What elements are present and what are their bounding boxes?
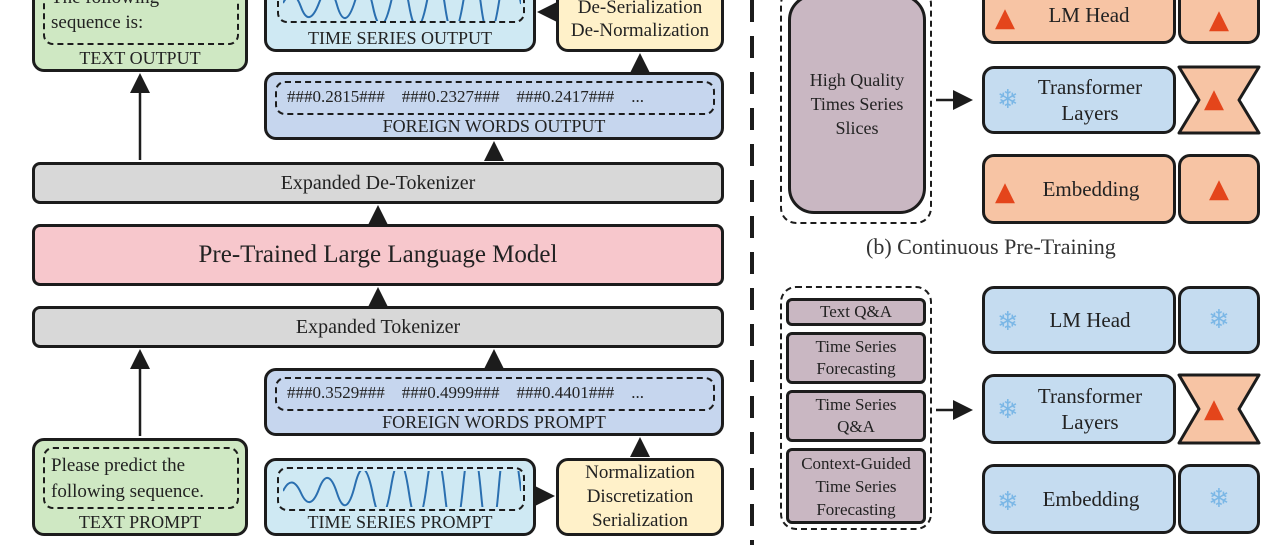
task-ts-qa: Time Series Q&A	[786, 390, 926, 442]
fire-icon: ▲	[995, 177, 1015, 207]
bottom-embedding-adapter: ❄	[1178, 464, 1260, 534]
bottom-embedding-box: ❄ Embedding	[982, 464, 1176, 534]
bottom-lm-head-label: LM Head	[1049, 307, 1131, 332]
text-prompt-content: Please predict the following sequence.	[51, 455, 205, 502]
foreign-words-prompt-label: FOREIGN WORDS PROMPT	[382, 412, 606, 432]
deserialization-box: De-Serialization De-Normalization	[556, 0, 724, 52]
llm-label: Pre-Trained Large Language Model	[198, 241, 558, 268]
high-quality-slices-label: High Quality Times Series Slices	[809, 70, 905, 138]
top-lora-adapter	[1177, 65, 1261, 135]
time-series-prompt-waveform	[283, 471, 521, 507]
text-prompt-box: Please predict the following sequence. T…	[32, 438, 248, 536]
top-transformer-label: Transformer Layers	[1037, 75, 1143, 125]
pretraining-data-container	[780, 0, 932, 224]
serialization-label: Serialization	[591, 510, 689, 531]
top-embedding-adapter: ▲	[1178, 154, 1260, 224]
snowflake-icon: ❄	[997, 395, 1019, 425]
bottom-transformer-label: Transformer Layers	[1037, 384, 1143, 434]
fire-icon: ▲	[1204, 84, 1224, 114]
time-series-prompt-label: TIME SERIES PROMPT	[307, 512, 493, 532]
fire-icon: ▲	[1209, 174, 1229, 204]
high-quality-slices-box: High Quality Times Series Slices	[788, 0, 926, 214]
top-transformer-box: ❄ Transformer Layers	[982, 66, 1176, 134]
detokenizer-label: Expanded De-Tokenizer	[280, 171, 476, 194]
tokenizer-box: Expanded Tokenizer	[32, 306, 724, 348]
snowflake-icon: ❄	[997, 307, 1019, 337]
top-embedding-label: Embedding	[1042, 176, 1140, 201]
snowflake-icon: ❄	[997, 85, 1019, 115]
tokenizer-label: Expanded Tokenizer	[295, 315, 461, 338]
finetuning-tasks-container	[780, 286, 932, 530]
fire-icon: ▲	[995, 3, 1015, 33]
text-output-content: The following sequence is:	[51, 0, 159, 33]
top-lm-head-box: ▲ LM Head	[982, 0, 1176, 44]
fire-icon: ▲	[1204, 394, 1224, 424]
fire-icon: ▲	[1209, 5, 1229, 35]
foreign-words-output-box: ###0.2815### ###0.2327### ###0.2417### .…	[264, 72, 724, 140]
foreign-words-prompt-box: ###0.3529### ###0.4999### ###0.4401### .…	[264, 368, 724, 436]
snowflake-icon: ❄	[997, 487, 1019, 517]
continuous-pretraining-caption: (b) Continuous Pre-Training	[866, 234, 1116, 259]
bottom-lm-head-box: ❄ LM Head	[982, 286, 1176, 354]
foreign-words-output-content: ###0.2815### ###0.2327### ###0.2417### .…	[287, 87, 644, 106]
normalization-box: Normalization Discretization Serializati…	[556, 458, 724, 536]
task-text-qa: Text Q&A	[786, 298, 926, 326]
task-context-guided-forecasting: Context-Guided Time Series Forecasting	[786, 448, 926, 524]
foreign-words-prompt-content: ###0.3529### ###0.4999### ###0.4401### .…	[287, 383, 644, 402]
llm-box: Pre-Trained Large Language Model	[32, 224, 724, 286]
time-series-output-label: TIME SERIES OUTPUT	[308, 28, 492, 48]
bottom-lora-adapter	[1177, 373, 1261, 445]
time-series-output-waveform	[283, 0, 521, 21]
normalization-label: Normalization	[585, 462, 695, 483]
foreign-words-output-label: FOREIGN WORDS OUTPUT	[382, 116, 606, 136]
discretization-label: Discretization	[586, 486, 694, 507]
task-ts-forecasting: Time Series Forecasting	[786, 332, 926, 384]
top-embedding-box: ▲ Embedding	[982, 154, 1176, 224]
bottom-lm-head-adapter: ❄	[1178, 286, 1260, 354]
bottom-transformer-box: ❄ Transformer Layers	[982, 374, 1176, 444]
time-series-prompt-box: TIME SERIES PROMPT	[264, 458, 536, 536]
text-output-label: TEXT OUTPUT	[79, 48, 201, 68]
detokenizer-box: Expanded De-Tokenizer	[32, 162, 724, 204]
top-lm-head-adapter: ▲	[1178, 0, 1260, 44]
snowflake-icon: ❄	[1208, 484, 1230, 514]
bottom-embedding-label: Embedding	[1042, 486, 1140, 511]
top-lm-head-label: LM Head	[1048, 2, 1130, 27]
snowflake-icon: ❄	[1208, 305, 1230, 335]
text-output-box: The following sequence is: TEXT OUTPUT	[32, 0, 248, 72]
denormalization-label: De-Normalization	[570, 20, 710, 41]
time-series-output-box: TIME SERIES OUTPUT	[264, 0, 536, 52]
deserialization-label: De-Serialization	[577, 0, 703, 18]
text-prompt-label: TEXT PROMPT	[78, 512, 202, 532]
